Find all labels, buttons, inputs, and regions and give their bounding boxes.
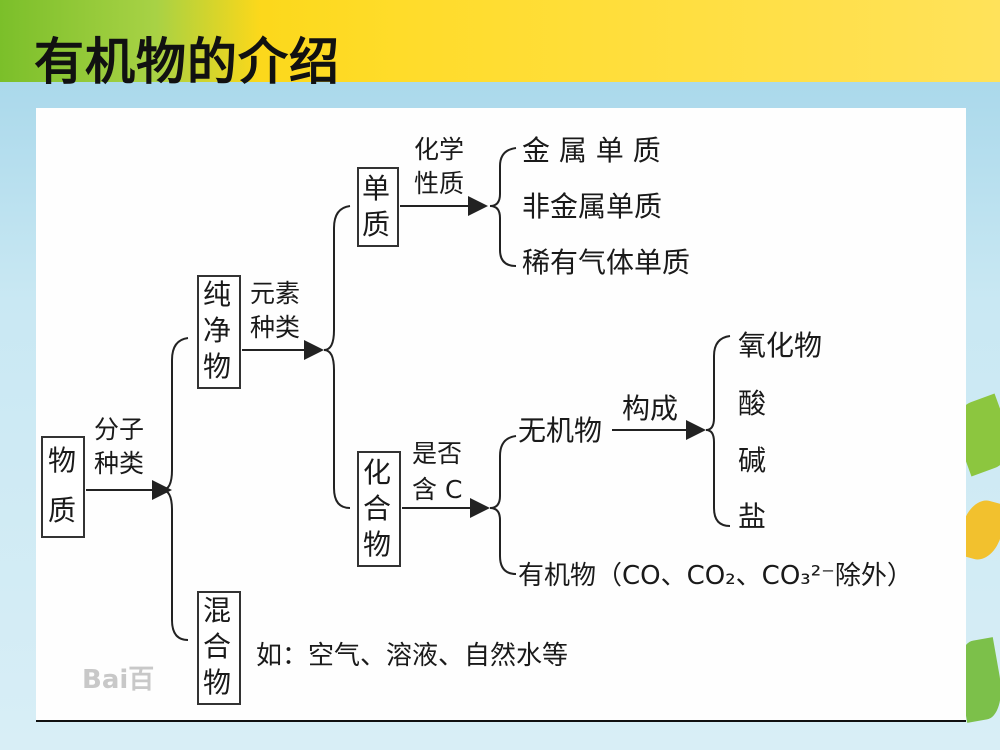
edge-inorganic-label: 构成 (622, 392, 678, 425)
inorganic-kind-oxide: 氧化物 (738, 329, 822, 362)
mixture-label-char1: 混 (203, 594, 231, 627)
edge-root-label-2: 种类 (94, 449, 144, 478)
element-kind-nonmetal: 非金属单质 (522, 190, 662, 223)
inorganic-kind-acid: 酸 (738, 387, 766, 420)
mixture-label-char3: 物 (203, 666, 231, 699)
title-band-green-accent (0, 0, 260, 82)
pure-label-char3: 物 (203, 350, 231, 383)
edge-element-label-1: 化学 (414, 135, 464, 164)
element-kind-noble-gas: 稀有气体单质 (522, 246, 690, 279)
compound-label-char2: 合 (363, 492, 391, 525)
edge-compound-label-2: 含 C (412, 475, 462, 504)
inorganic-kind-base: 碱 (738, 444, 766, 477)
element-kind-metal: 金 属 单 质 (522, 134, 661, 167)
edge-pure-label-1: 元素 (250, 279, 300, 308)
root-box (41, 436, 85, 538)
brace-inorganic (705, 335, 731, 527)
inorganic-kind-salt: 盐 (738, 500, 766, 533)
inorganic-label: 无机物 (518, 414, 602, 447)
mixture-examples: 如：空气、溶液、自然水等 (256, 641, 568, 671)
pure-label-char1: 纯 (203, 278, 231, 311)
root-label-char2: 质 (48, 494, 76, 527)
compound-box (357, 451, 401, 567)
diagram-panel (36, 108, 966, 722)
slide-title: 有机物的介绍 (34, 33, 340, 91)
brace-compound (489, 435, 517, 575)
root-label-char1: 物 (48, 444, 76, 477)
organic-label: 有机物（CO、CO₂、CO₃²⁻除外） (518, 561, 913, 591)
watermark-logo: Bai百 (82, 665, 154, 695)
mixture-label-char2: 合 (203, 630, 231, 663)
brace-pure (323, 205, 351, 509)
element-box (357, 167, 399, 247)
edge-element-label-2: 性质 (414, 169, 464, 198)
compound-label-char1: 化 (363, 456, 391, 489)
pure-box (197, 275, 241, 389)
brace-root (161, 337, 189, 641)
element-label-char1: 单 (362, 172, 390, 205)
brace-element (489, 147, 517, 267)
edge-pure-label-2: 种类 (250, 313, 300, 342)
edge-compound-label-1: 是否 (412, 439, 462, 468)
pure-label-char2: 净 (203, 314, 231, 347)
mixture-box (197, 591, 241, 705)
edge-root-label-1: 分子 (94, 415, 144, 444)
compound-label-char3: 物 (363, 528, 391, 561)
element-label-char2: 质 (362, 208, 390, 241)
